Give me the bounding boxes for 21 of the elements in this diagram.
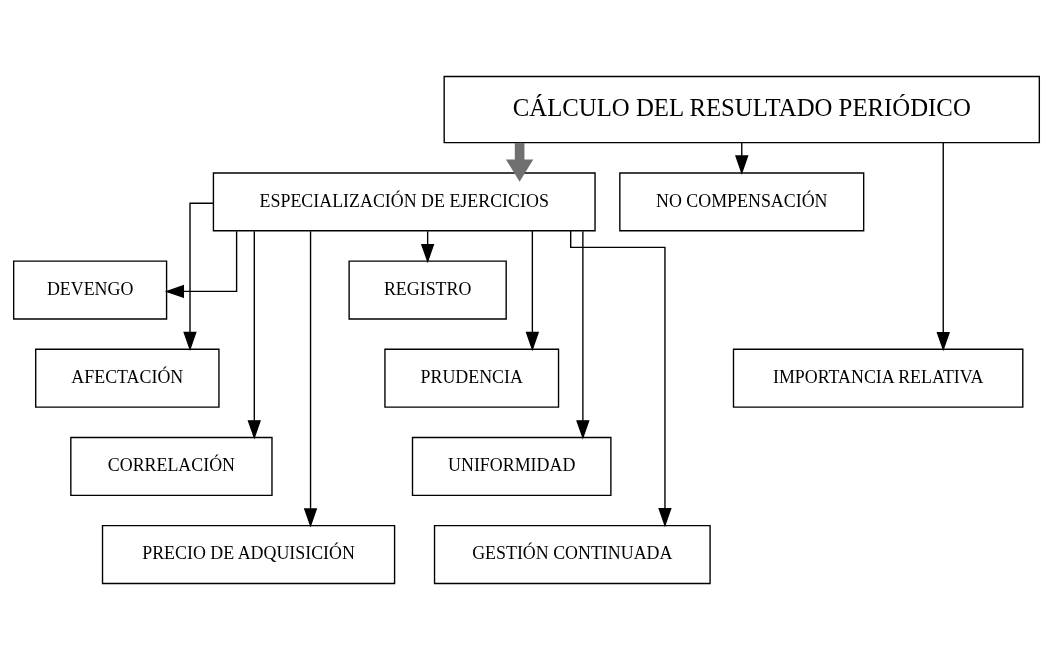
node-box: NO COMPENSACIÓN [619,172,865,232]
arrow [247,230,262,440]
arrow [505,142,534,182]
node-box: PRUDENCIA [384,348,560,408]
arrow [183,202,215,351]
node-box: UNIFORMIDAD [411,436,612,496]
arrow [576,230,590,440]
node-box: DEVENGO [13,260,168,320]
arrow [525,230,540,352]
arrow [570,230,672,528]
node-box: REGISTRO [348,260,507,320]
node-box: IMPORTANCIA RELATIVA [732,348,1024,408]
node-box: GESTIÓN CONTINUADA [433,524,711,585]
arrow [164,230,238,299]
node-box: CORRELACIÓN [70,436,273,496]
node-box: CÁLCULO DEL RESULTADO PERIÓDICO [443,75,1040,144]
node-box: ESPECIALIZACIÓN DE EJERCICIOS [212,172,596,232]
arrow [936,142,950,352]
node-box: PRECIO DE ADQUISICIÓN [101,524,396,585]
arrow [303,230,318,528]
node-box: AFECTACIÓN [35,348,220,408]
